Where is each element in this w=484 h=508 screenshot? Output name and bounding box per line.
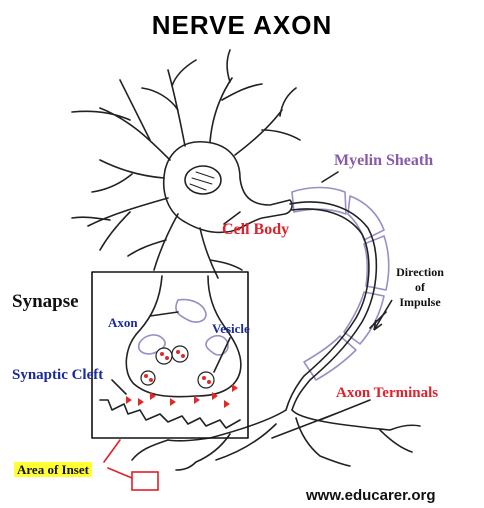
label-area-of-inset: Area of Inset <box>14 462 92 477</box>
nucleus <box>185 166 221 194</box>
pointer-myelin <box>322 172 338 182</box>
cell-body-outline <box>164 142 292 233</box>
label-direction-1: Direction <box>392 266 448 278</box>
page-title: NERVE AXON <box>0 12 484 38</box>
label-direction-2: of <box>392 281 448 293</box>
dendrite <box>142 60 196 146</box>
axon-terminal <box>132 424 276 460</box>
label-cell-body: Cell Body <box>222 222 289 238</box>
dendrite <box>92 160 164 192</box>
label-synaptic-cleft: Synaptic Cleft <box>12 368 103 383</box>
axon <box>290 202 376 410</box>
label-vesicle: Vesicle <box>212 322 250 335</box>
label-axon-terminals: Axon Terminals <box>336 386 438 401</box>
dendrite <box>72 198 168 250</box>
impulse-arrow <box>374 300 392 330</box>
inset-marker <box>132 472 158 490</box>
pointer-cleft <box>112 380 126 394</box>
pointer-inset-2 <box>104 440 120 462</box>
pointer-axon <box>150 312 178 316</box>
pointer-inset-1 <box>108 468 132 478</box>
axon-terminal <box>292 410 420 452</box>
mitochondrion <box>176 300 206 322</box>
label-synapse: Synapse <box>12 292 79 311</box>
label-myelin-sheath: Myelin Sheath <box>334 153 433 169</box>
label-axon: Axon <box>108 316 138 329</box>
dendrite <box>235 88 300 155</box>
footer-url: www.educarer.org <box>306 488 436 503</box>
axon-terminal <box>168 410 286 470</box>
dendrite <box>128 214 178 270</box>
label-direction-3: Impulse <box>392 296 448 308</box>
mitochondrion <box>206 336 228 355</box>
dendrite <box>210 50 262 142</box>
